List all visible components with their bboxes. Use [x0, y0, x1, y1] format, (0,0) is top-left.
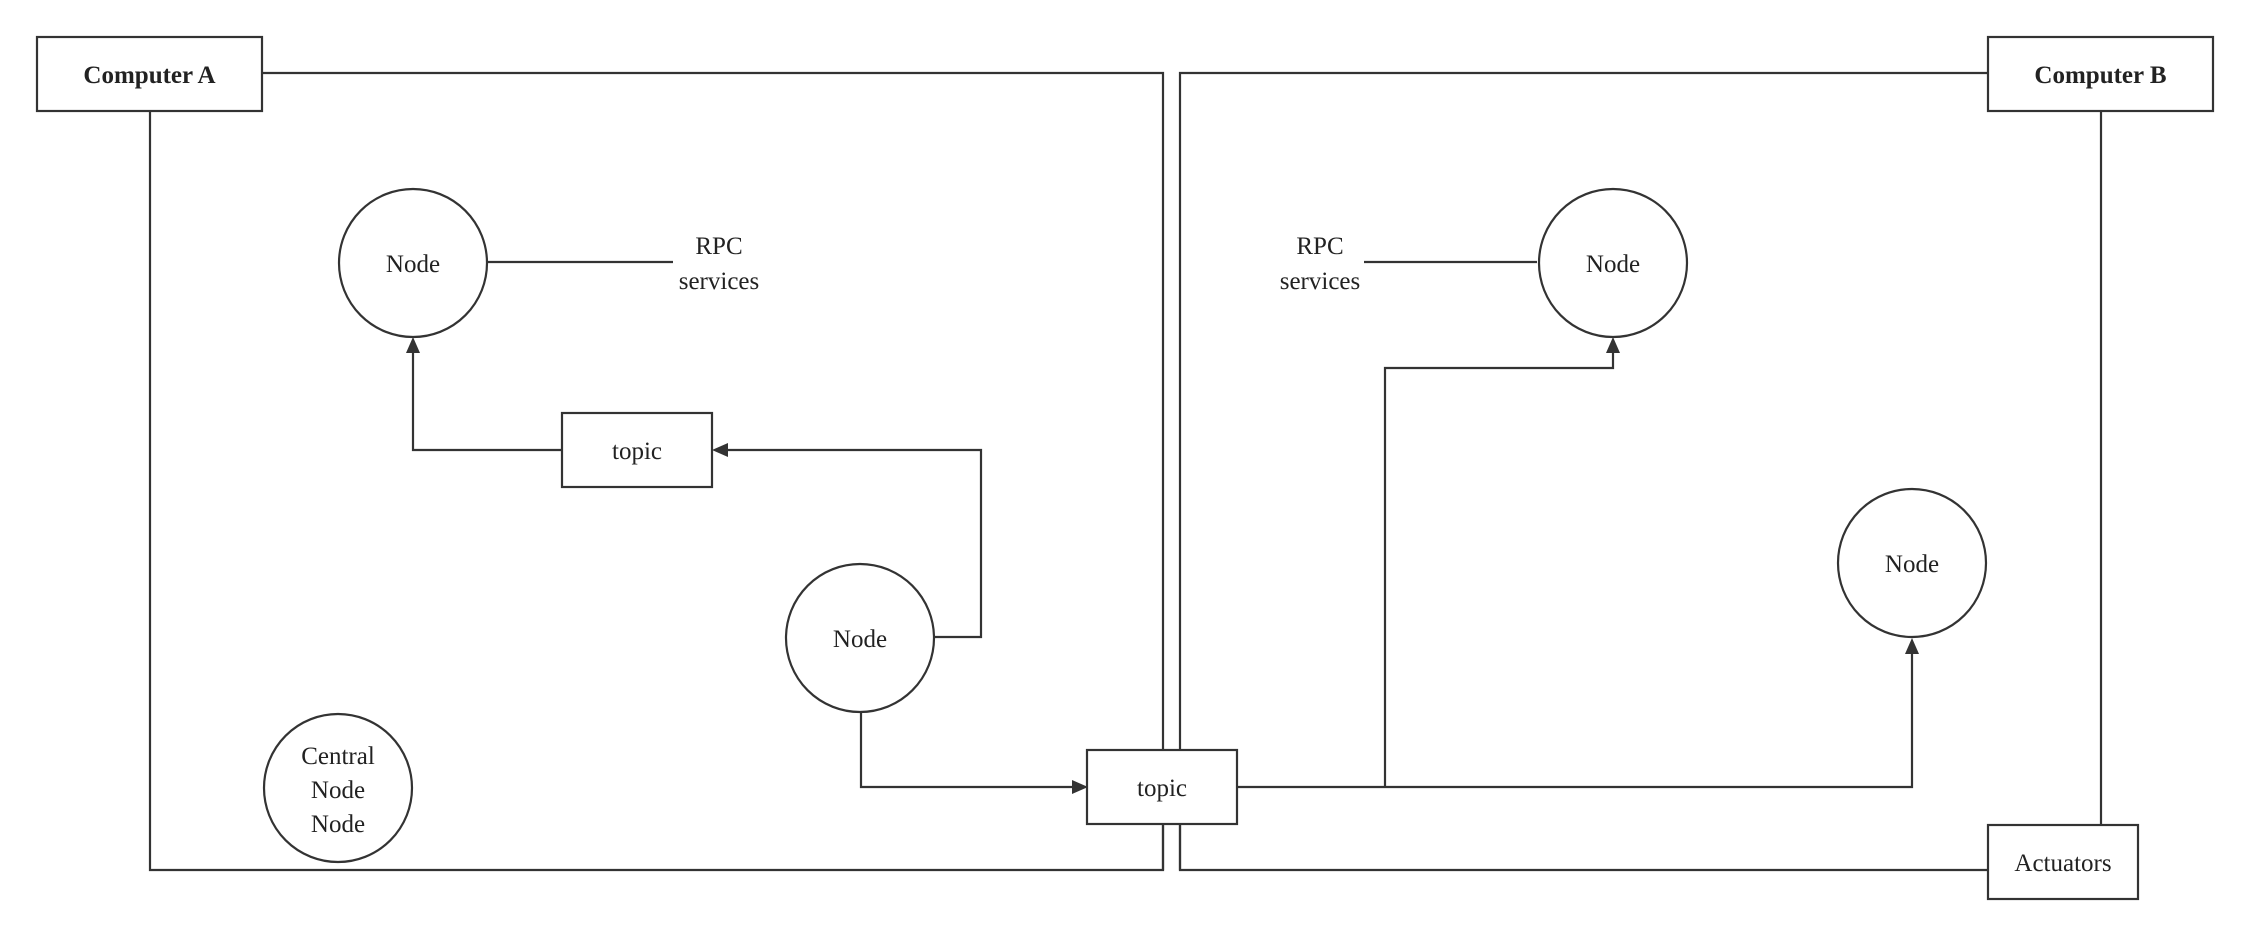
computer-b-label-box: Computer B [1986, 35, 2215, 113]
b-node-top: Node [1537, 187, 1689, 339]
a-topic-to-node-arrowhead [406, 337, 420, 353]
b-node-right-label: Node [1885, 551, 1939, 578]
a-topic-label: topic [612, 438, 662, 465]
shared-topic-box: topic [1085, 748, 1239, 870]
a-topic-box: topic [560, 411, 714, 489]
central-node-line2: Node [311, 777, 365, 804]
central-node-line3: Node [311, 811, 365, 838]
computer-b-label: Computer B [2034, 62, 2166, 89]
a-node-top: Node [337, 187, 489, 339]
computer-b-boundary [1178, 71, 2103, 872]
a-node-to-topic-connector [725, 448, 983, 639]
computer-a-label-box: Computer A [35, 35, 264, 113]
shared-topic-to-b-node-right-arrowhead [1905, 638, 1919, 654]
central-node: Central Node Node [262, 712, 414, 864]
b-rpc-services-line1: RPC [1296, 233, 1343, 260]
shared-topic-label: topic [1137, 775, 1187, 802]
a-rpc-services-line2: services [679, 268, 760, 295]
a-topic-to-node-connector [411, 350, 562, 452]
actuators-label: Actuators [2014, 850, 2111, 877]
shared-topic-to-b-node-top-connector [1383, 350, 1615, 787]
a-rpc-services-line1: RPC [695, 233, 742, 260]
central-node-line1: Central [301, 743, 375, 770]
a-node-to-shared-topic-arrowhead [1072, 780, 1088, 794]
shared-topic-to-b-node-top-arrowhead [1606, 337, 1620, 353]
b-node-right: Node [1836, 487, 1988, 639]
a-node-to-shared-topic-connector [859, 712, 1075, 789]
a-node-middle: Node [784, 562, 936, 714]
b-node-top-label: Node [1586, 251, 1640, 278]
b-rpc-services-line2: services [1280, 268, 1361, 295]
computer-a-label: Computer A [83, 62, 215, 89]
a-node-to-topic-arrowhead [712, 443, 728, 457]
shared-topic-to-b-node-right-connector [1237, 652, 1914, 789]
a-node-middle-label: Node [833, 626, 887, 653]
a-node-top-label: Node [386, 251, 440, 278]
actuators-box: Actuators [1986, 823, 2140, 901]
